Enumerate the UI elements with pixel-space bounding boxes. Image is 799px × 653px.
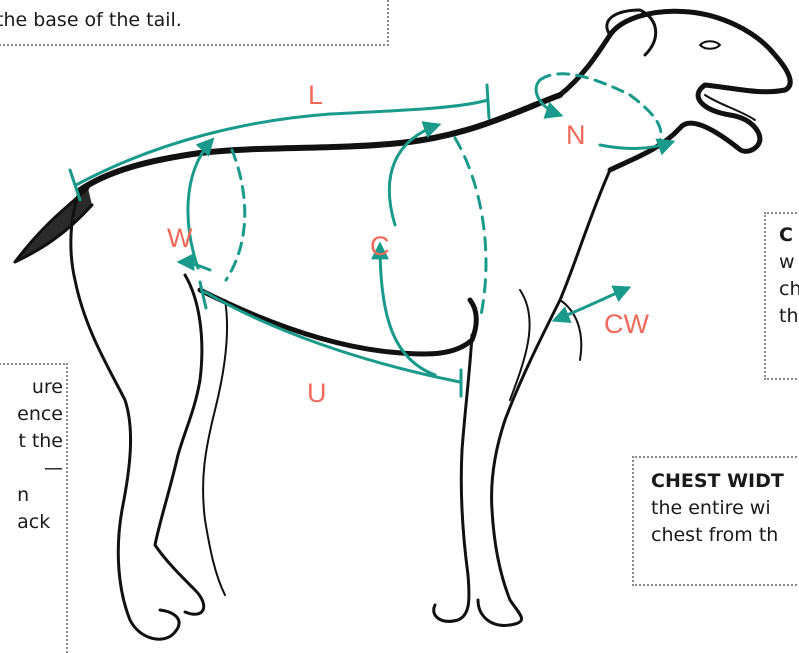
- chest-note-line: w: [779, 249, 799, 276]
- tail-note-box: the base of the tail.: [0, 0, 389, 46]
- underbelly-label: U: [307, 378, 327, 408]
- dog-belly: [200, 290, 476, 354]
- length-end-tick: [487, 85, 489, 118]
- left-note-line: n: [17, 482, 63, 509]
- dog-head: [560, 11, 790, 170]
- chest-width-note-line: the entire wi: [651, 495, 784, 522]
- dog-front-leg-outer: [478, 170, 610, 625]
- left-note-line: —: [17, 455, 63, 482]
- left-note-box: ure ence t the — n ack: [0, 363, 68, 653]
- neck-loop-dashed: [540, 74, 661, 140]
- dog-eye: [700, 41, 720, 49]
- dog-far-hind-leg: [203, 300, 227, 595]
- chest-note-line: th: [779, 303, 799, 330]
- chest-width-label: CW: [604, 309, 649, 339]
- chest-note-heading: C: [779, 222, 799, 249]
- waist-loop-bottom: [180, 262, 210, 270]
- left-note-line: ack: [17, 509, 63, 536]
- chest-width-note-heading: CHEST WIDT: [651, 468, 784, 495]
- dog-hind-leg: [155, 275, 204, 614]
- chest-width-note-box: CHEST WIDT the entire wi chest from th: [632, 456, 799, 586]
- length-line: [76, 100, 488, 185]
- chest-note-box: C w ch th: [764, 212, 799, 380]
- tail-note-text: the base of the tail.: [0, 7, 182, 34]
- waist-label: W: [167, 223, 193, 253]
- left-note-line: ence: [17, 401, 63, 428]
- chest-loop-dashed: [455, 138, 486, 320]
- left-note-line: ure: [17, 374, 63, 401]
- waist-loop-dashed: [226, 150, 245, 280]
- chest-label: C: [370, 231, 390, 261]
- chest-note-line: ch: [779, 276, 799, 303]
- left-note-line: t the: [17, 428, 63, 455]
- neck-label: N: [566, 120, 586, 150]
- chest-width-note-line: chest from th: [651, 522, 784, 549]
- length-label: L: [308, 80, 323, 110]
- dog-hind-quarter: [71, 190, 179, 639]
